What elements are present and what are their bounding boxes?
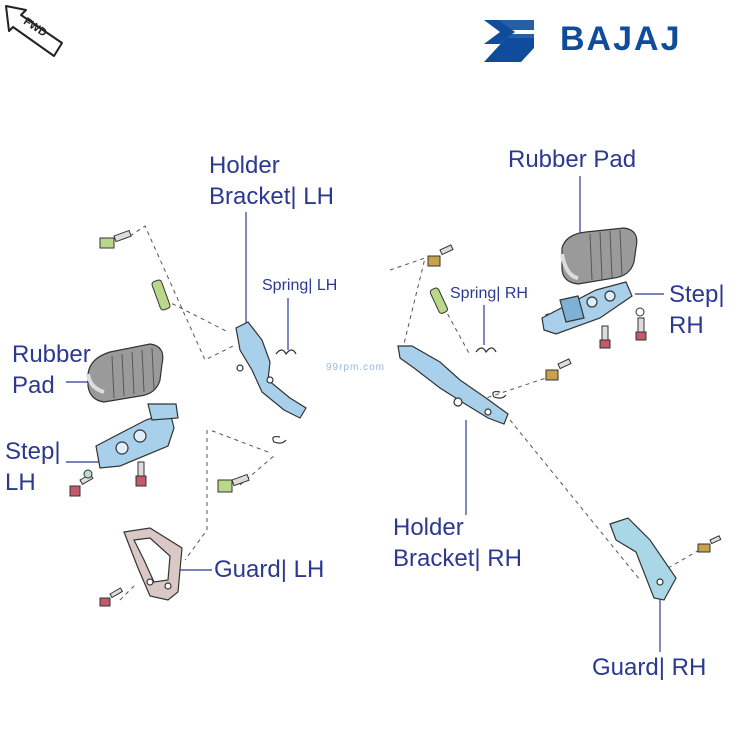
label-rubber-pad-lh-line1: Rubber [12, 341, 91, 368]
holder-bracket-rh [397, 345, 509, 425]
label-holder-bracket-rh-line2: Bracket| RH [393, 545, 522, 572]
label-spring-rh: Spring| RH [450, 285, 528, 302]
label-step-lh-line1: Step| [5, 438, 61, 465]
pin-icon [151, 279, 171, 311]
bolt-icon [697, 535, 722, 553]
guard-rh [609, 517, 677, 601]
brand-name: BAJAJ [560, 20, 682, 58]
step-rh [541, 281, 633, 335]
bolt-icon [99, 587, 124, 607]
bolt-icon [427, 244, 454, 267]
bolt-icon [635, 317, 647, 341]
bolt-icon [217, 473, 250, 493]
leader-lines [66, 176, 664, 652]
bolt-icon [599, 325, 611, 349]
bolt-icon [99, 229, 132, 249]
bolt-icon [135, 461, 147, 487]
label-step-lh-line2: LH [5, 469, 36, 496]
label-holder-bracket-lh-line2: Bracket| LH [209, 183, 334, 210]
label-holder-bracket-lh-line1: Holder [209, 152, 280, 179]
fwd-arrow-icon: FWD [5, 5, 63, 57]
spring-lh-icon [272, 349, 297, 444]
step-lh [95, 403, 179, 469]
watermark: 99rpm.com [326, 362, 386, 373]
holder-bracket-lh [235, 321, 307, 419]
rubber-pad-rh [560, 227, 638, 285]
label-step-rh-line1: Step| [669, 281, 725, 308]
pin-icon [429, 287, 448, 314]
spring-rh-icon [475, 347, 507, 399]
label-step-rh-line2: RH [669, 312, 704, 339]
bolt-icons [69, 229, 722, 607]
rubber-pad-lh [86, 343, 164, 403]
label-rubber-pad-rh: Rubber Pad [508, 146, 637, 173]
washer-icon [83, 307, 645, 479]
label-rubber-pad-lh-line2: Pad [12, 372, 55, 399]
label-guard-rh: Guard| RH [592, 654, 707, 681]
bajaj-logo-icon [484, 20, 534, 62]
label-holder-bracket-rh-line1: Holder [393, 514, 464, 541]
guard-lh [123, 527, 183, 601]
label-spring-lh: Spring| LH [262, 277, 338, 294]
label-guard-lh: Guard| LH [214, 556, 325, 583]
bolt-icon [545, 358, 572, 381]
